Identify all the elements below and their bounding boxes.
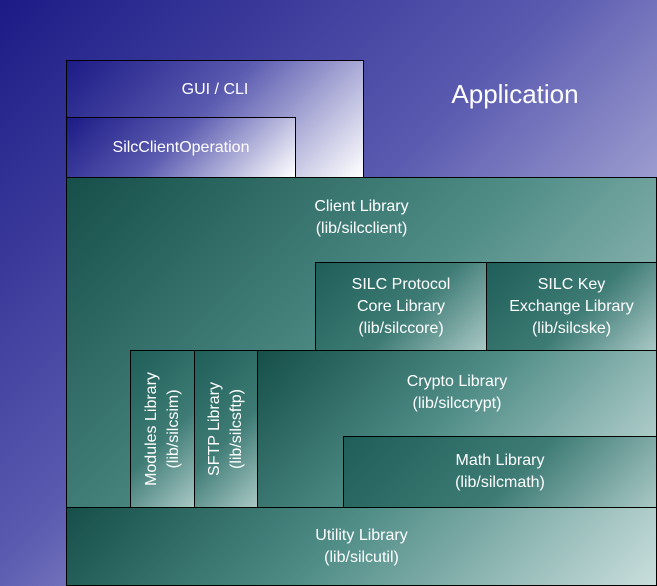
silc-key-exchange-box: SILC Key Exchange Library (lib/silcske) — [486, 262, 657, 351]
silc-protocol-core-path: (lib/silccore) — [358, 319, 444, 337]
silc-protocol-core-box: SILC Protocol Core Library (lib/silccore… — [315, 262, 487, 351]
crypto-library-name: Crypto Library — [406, 373, 508, 390]
silc-key-exchange-path: (lib/silcske) — [531, 319, 612, 337]
modules-library-name: Modules Library — [142, 372, 160, 486]
client-library-name: Client Library — [314, 198, 409, 215]
sftp-library-name: SFTP Library — [206, 382, 223, 476]
gui-cli-label: GUI / CLI — [181, 81, 249, 98]
math-library-name: Math Library — [455, 452, 545, 469]
utility-library-box: Utility Library (lib/silcutil) — [66, 507, 657, 586]
utility-library-path: (lib/silcutil) — [324, 548, 399, 566]
utility-library-name: Utility Library — [315, 526, 408, 544]
crypto-library-path: (lib/silccrypt) — [412, 395, 502, 412]
silc-client-operation-label: SilcClientOperation — [112, 138, 250, 156]
silc-client-operation-box: SilcClientOperation — [66, 117, 296, 178]
silc-key-exchange-line2: Exchange Library — [509, 297, 634, 315]
modules-library-path: (lib/silcsim) — [164, 389, 182, 469]
silc-protocol-core-line2: Core Library — [356, 297, 446, 315]
modules-library-box: Modules Library (lib/silcsim) — [130, 350, 195, 508]
silc-protocol-core-line1: SILC Protocol — [351, 275, 451, 293]
application-label: Application — [451, 79, 579, 109]
client-library-path: (lib/silcclient) — [315, 220, 408, 237]
math-library-box: Math Library (lib/silcmath) — [343, 436, 657, 508]
math-library-path: (lib/silcmath) — [455, 474, 545, 491]
silc-key-exchange-line1: SILC Key — [537, 275, 606, 293]
sftp-library-path: (lib/silcsftp) — [228, 388, 245, 470]
sftp-library-box: SFTP Library (lib/silcsftp) — [194, 350, 258, 508]
